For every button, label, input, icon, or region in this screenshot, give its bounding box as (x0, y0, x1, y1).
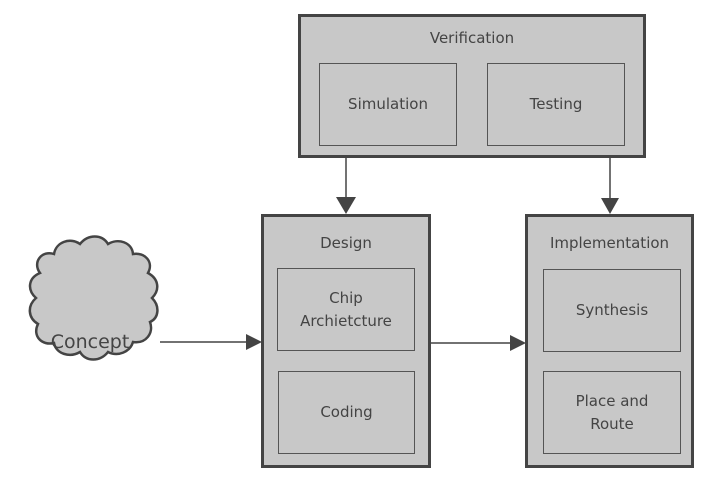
design-group: Design Chip Archietcture Coding (261, 214, 431, 468)
synthesis-label: Synthesis (575, 301, 649, 319)
verification-group: Verification Simulation Testing (298, 14, 646, 158)
concept-label: Concept (50, 331, 130, 353)
concept-cloud-shape (28, 235, 159, 361)
place-and-route-box: Place and Route (543, 371, 681, 454)
arrowhead (336, 197, 356, 214)
implementation-title: Implementation (549, 234, 670, 252)
verification-title: Verification (429, 29, 515, 47)
coding-label: Coding (320, 403, 373, 421)
testing-label: Testing (529, 95, 583, 113)
simulation-label: Simulation (348, 95, 428, 113)
arrowhead (246, 334, 262, 350)
arrowhead (601, 198, 619, 214)
simulation-box: Simulation (319, 63, 457, 146)
chip-architecture-label: Chip Archietcture (300, 288, 392, 330)
coding-box: Coding (278, 371, 415, 454)
testing-box: Testing (487, 63, 625, 146)
synthesis-box: Synthesis (543, 269, 681, 352)
arrowhead (510, 335, 526, 351)
implementation-group: Implementation Synthesis Place and Route (525, 214, 694, 468)
place-and-route-label: Place and Route (575, 391, 649, 433)
chip-architecture-box: Chip Archietcture (277, 268, 415, 351)
design-title: Design (320, 234, 372, 252)
